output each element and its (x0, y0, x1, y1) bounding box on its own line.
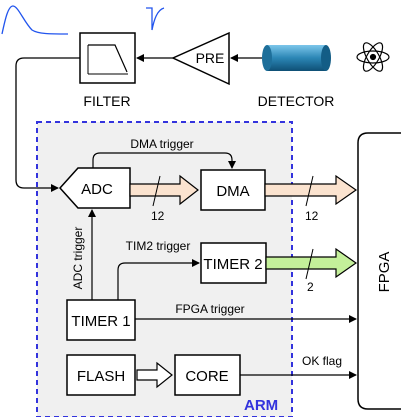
dma-fpga-width: 12 (305, 209, 319, 223)
dma-fpga-bus (264, 174, 358, 206)
detector-label: DETECTOR (258, 93, 335, 109)
pre-label: PRE (196, 50, 225, 66)
detector-icon (262, 45, 331, 71)
filter-block (79, 32, 136, 84)
timer2-fpga-width: 2 (307, 280, 314, 294)
timer1-label: TIMER 1 (71, 313, 130, 330)
filter-label: FILTER (83, 93, 130, 109)
flash-core-arrow (136, 361, 173, 389)
tim2-trigger-label: TIM2 trigger (126, 239, 191, 253)
ok-flag-label: OK flag (302, 354, 342, 368)
dma-trigger-label: DMA trigger (130, 137, 193, 151)
lowpass-icon (88, 44, 128, 73)
filter-to-adc-line (15, 57, 80, 192)
fpga-trigger-label: FPGA trigger (175, 302, 244, 316)
tim2-trigger-line (117, 259, 200, 300)
dma-block (200, 169, 266, 211)
timer1-block (66, 299, 136, 341)
dma-trigger-line (92, 152, 236, 169)
flash-block (66, 354, 136, 396)
pre-amplifier (171, 31, 230, 86)
dma-label: DMA (216, 183, 249, 200)
timer2-label: TIMER 2 (203, 256, 262, 273)
timer2-fpga-bus (265, 247, 358, 279)
adc-trigger-label: ADC trigger (71, 227, 85, 290)
filtered-pulse-waveform (146, 7, 165, 31)
adc-dma-width: 12 (151, 209, 165, 223)
adc-label: ADC (81, 181, 113, 198)
flash-label: FLASH (77, 368, 125, 385)
fpga-label: FPGA (376, 252, 393, 293)
core-label: CORE (185, 368, 228, 385)
adc-dma-bus (129, 174, 199, 206)
arm-label: ARM (244, 397, 278, 414)
atom-icon (356, 42, 390, 72)
fpga-block (357, 132, 401, 410)
input-pulse-waveform (1, 5, 69, 35)
core-block (174, 354, 241, 396)
